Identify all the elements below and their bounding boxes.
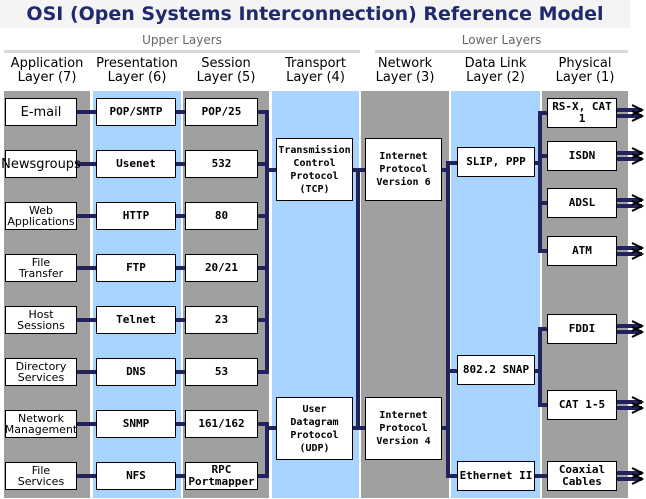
session-box-1: 532 [185,150,258,178]
datalink-box-0-label: SLIP, PPP [466,155,526,168]
datalink-box-2: Ethernet II [457,461,535,491]
session-box-5-label: 53 [214,365,229,378]
physical-box-1-label: ISDN [568,149,596,162]
pres-box-3-label: FTP [126,261,146,274]
pres-box-6-label: SNMP [122,417,150,430]
phys-arrow-head-4 [631,320,645,338]
physical-box-3-label: ATM [572,244,592,257]
physical-box-1: ISDN [547,141,617,171]
pres-box-4-label: Telnet [116,313,156,326]
session-box-2: 80 [185,202,258,230]
lower-layers-bar [375,50,628,53]
datalink-box-1-label: 802.2 SNAP [462,363,530,376]
session-box-3: 20/21 [185,254,258,282]
pres-box-3: FTP [96,254,176,282]
phys-arrow-head-5 [631,396,645,414]
session-box-0-label: POP/25 [201,105,242,118]
diagram-title: OSI (Open Systems Interconnection) Refer… [0,0,630,28]
pres-box-1: Usenet [96,150,176,178]
pres-box-0: POP/SMTP [96,98,176,126]
upper-layers-bar [4,50,360,53]
session-box-2-label: 80 [214,209,229,222]
datalink-box-2-label: Ethernet II [459,469,533,482]
phys-arrow-head-6 [631,467,645,485]
phys-arrow-head-0 [631,104,645,122]
physical-box-4: FDDI [547,314,617,344]
phys-arrow-head-3 [631,242,645,260]
phys-arrow-head-1 [631,147,645,165]
session-box-5: 53 [185,358,258,386]
physical-box-0-label: RS-X, CAT 1 [552,100,612,125]
physical-box-4-label: FDDI [568,322,596,335]
pres-box-7-label: NFS [126,469,146,482]
pres-box-7: NFS [96,462,176,490]
app-box-0-label: E-mail [20,104,62,120]
physical-box-2: ADSL [547,188,617,218]
pres-box-4: Telnet [96,306,176,334]
session-box-1-label: 532 [211,157,232,170]
pres-box-5: DNS [96,358,176,386]
session-box-0: POP/25 [185,98,258,126]
pres-box-2-label: HTTP [122,209,150,222]
physical-box-3: ATM [547,236,617,266]
pres-box-6: SNMP [96,410,176,438]
datalink-box-0: SLIP, PPP [457,147,535,177]
pres-box-1-label: Usenet [116,157,156,170]
phys-arrow-head-2 [631,194,645,212]
session-box-6-label: 161/162 [198,417,245,430]
session-box-3-label: 20/21 [204,261,239,274]
session-box-6: 161/162 [185,410,258,438]
lower-layers-label: Lower Layers [461,33,542,47]
physical-box-5-label: CAT 1-5 [558,398,606,411]
physical-box-2-label: ADSL [568,196,596,209]
datalink-box-1: 802.2 SNAP [457,355,535,385]
session-box-4-label: 23 [214,313,229,326]
physical-box-0: RS-X, CAT 1 [547,98,617,128]
pres-box-0-label: POP/SMTP [109,105,163,118]
app-box-1: Newsgroups [1,150,81,178]
upper-layers-label: Upper Layers [142,33,222,47]
app-box-0: E-mail [5,98,77,126]
pres-box-5-label: DNS [126,365,146,378]
pres-box-2: HTTP [96,202,176,230]
physical-box-5: CAT 1-5 [547,390,617,420]
app-box-1-label: Newsgroups [1,156,81,172]
session-box-4: 23 [185,306,258,334]
